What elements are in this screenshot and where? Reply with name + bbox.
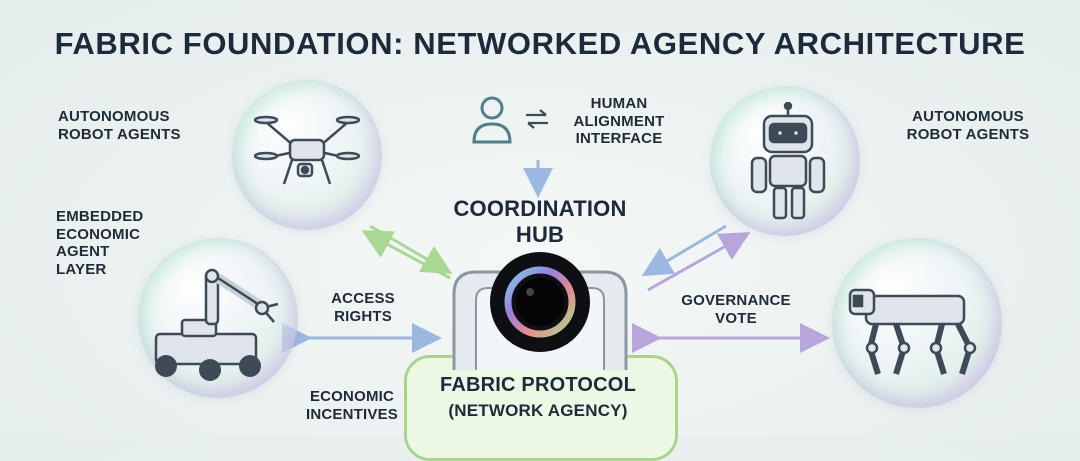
- robot-arm-rover-icon: [154, 268, 279, 381]
- humanoid-robot-icon: [750, 102, 826, 220]
- quadruped-sphere: [832, 238, 1002, 408]
- quadruped-robot-icon: [848, 288, 977, 375]
- right-agents-label: AUTONOMOUS ROBOT AGENTS: [906, 108, 1030, 143]
- embedded-layer-label: EMBEDDED ECONOMIC AGENT LAYER: [56, 208, 144, 279]
- diagram-title: FABRIC FOUNDATION: NETWORKED AGENCY ARCH…: [54, 26, 1026, 61]
- access-rights-label: ACCESS RIGHTS: [331, 290, 395, 325]
- human-alignment-label: HUMAN ALIGNMENT INTERFACE: [573, 95, 665, 148]
- drone-hub-arrow-b: [361, 230, 451, 280]
- coordination-hub-label: COORDINATION HUB: [453, 196, 627, 247]
- economic-incentives-label: ECONOMIC INCENTIVES: [305, 388, 398, 423]
- left-agents-label: AUTONOMOUS ROBOT AGENTS: [58, 108, 181, 143]
- drone-icon: [254, 115, 360, 185]
- fabric-protocol-subtitle: (NETWORK AGENCY): [448, 401, 628, 420]
- hub-lens-icon: [490, 252, 590, 352]
- fabric-protocol-title: FABRIC PROTOCOL: [440, 374, 636, 396]
- drone-sphere: [232, 80, 382, 230]
- governance-vote-label: GOVERNANCE VOTE: [681, 292, 791, 327]
- humanoid-sphere: [710, 86, 860, 236]
- robot-arm-sphere: [138, 238, 298, 398]
- exchange-arrows-icon: [526, 109, 548, 129]
- connection-arrows: [282, 160, 830, 353]
- person-icon: [472, 96, 512, 144]
- humanoid-hub-arrow-b: [647, 232, 751, 292]
- humanoid-hub-arrow-a: [641, 224, 727, 277]
